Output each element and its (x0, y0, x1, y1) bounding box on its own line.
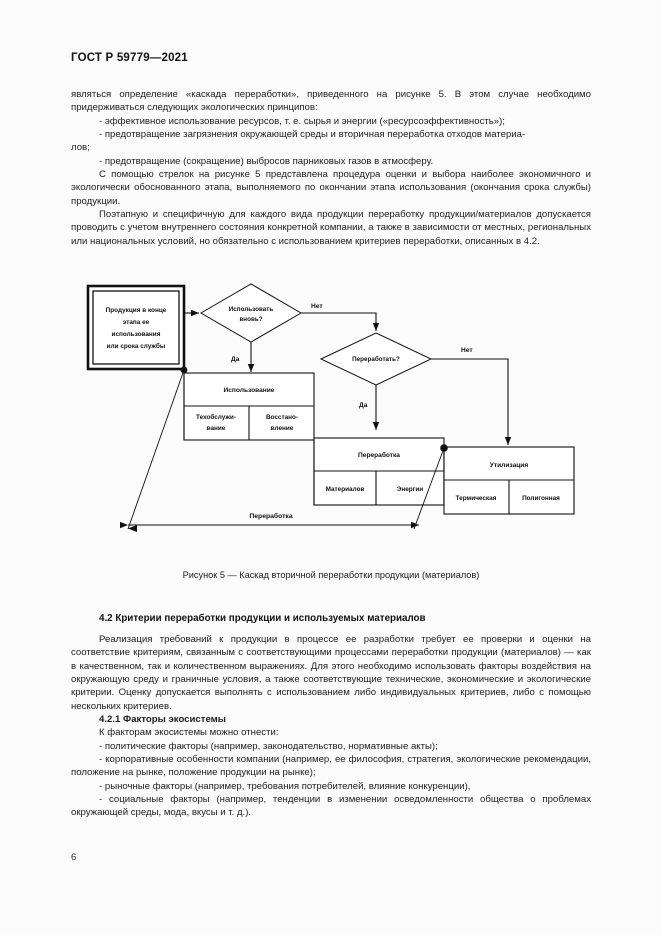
edge-reuse-yes: Да (231, 342, 255, 372)
figure-5-caption: Рисунок 5 — Каскад вторичной переработки… (182, 570, 480, 580)
start-box-line-1: Продукция в конце (106, 307, 167, 314)
start-box-line-2: этапа ее (123, 319, 150, 326)
section-4-2-heading: 4.2 Критерии переработки продукции и исп… (99, 613, 426, 624)
decision-reuse-line-2: вновь? (239, 316, 262, 323)
bullet-pollution-prevention-cont: лов; (71, 142, 90, 154)
page-number: 6 (71, 852, 77, 863)
node-disposal: Утилизация Термическая Полигонная (443, 446, 575, 515)
bullet-resource-efficiency: - эффективное использование ресурсов, т.… (99, 115, 505, 127)
decision-reuse-line-1: Использовать (229, 306, 274, 313)
label-yes-1: Да (231, 356, 240, 363)
disposal-landfill: Полигонная (522, 495, 560, 502)
edge-recycle-yes: Да (359, 385, 380, 430)
node-use: Использование Техобслужи- вание Восстано… (183, 372, 315, 441)
edge-reuse-no: Нет (301, 303, 380, 331)
paragraph-staged: Поэтапную и специфичную для каждого вида… (71, 209, 591, 247)
use-maintenance-line-1: Техобслужи- (196, 413, 236, 421)
start-box-line-4: или срока службы (107, 342, 166, 350)
use-title: Использование (224, 387, 275, 394)
ecosystem-bullet-political: - политические факторы (например, законо… (99, 740, 438, 752)
bullet-pollution-prevention: - предотвращение загрязнения окружающей … (99, 129, 526, 141)
use-restoration-line-1: Восстано- (266, 414, 298, 421)
section-4-2-1-heading: 4.2.1 Факторы экосистемы (99, 714, 226, 726)
figure-5-flowchart: Продукция в конце этапа ее использования… (71, 282, 591, 562)
disposal-title: Утилизация (490, 462, 529, 469)
intro-text-block: являться определение «каскада переработк… (71, 88, 591, 248)
ecosystem-lead-in: К факторам экосистемы можно отнести: (99, 727, 279, 739)
label-no-2: Нет (461, 347, 473, 354)
recycling-energy: Энергии (397, 486, 423, 493)
node-decision-recycle: Переработать? (319, 332, 433, 386)
use-maintenance-line-2: вание (207, 425, 226, 432)
label-recycle-feedback: Переработка (249, 512, 292, 520)
decision-recycle-label: Переработать? (352, 355, 400, 363)
bullet-ghg-prevention: - предотвращение (сокращение) выбросов п… (99, 155, 434, 167)
ecosystem-bullet-corporate: - корпоративные особенности компании (на… (71, 754, 591, 779)
edge-recycle-no: Нет (431, 347, 512, 445)
ecosystem-bullet-social: - социальные факторы (например, тенденци… (71, 794, 591, 819)
recycling-title: Переработка (358, 451, 400, 459)
flowchart-svg: Продукция в конце этапа ее использования… (86, 283, 575, 532)
recycling-materials: Материалов (326, 486, 365, 493)
use-restoration-line-2: вление (271, 425, 294, 432)
start-box-line-3: использования (112, 331, 161, 338)
disposal-thermal: Термическая (456, 495, 497, 502)
label-yes-2: Да (359, 402, 368, 409)
paragraph-arrows: С помощью стрелок на рисунке 5 представл… (71, 169, 591, 207)
node-product-end-of-life: Продукция в конце этапа ее использования… (86, 284, 186, 371)
section-4-2-paragraph: Реализация требований к продукции в проц… (71, 634, 591, 712)
section-4-2-body: Реализация требований к продукции в проц… (71, 633, 591, 820)
edge-recycle-feedback: Переработка (120, 369, 445, 532)
node-decision-reuse: Использовать вновь? (200, 283, 302, 343)
paragraph-intro: являться определение «каскада переработк… (71, 89, 591, 114)
label-no-1: Нет (311, 303, 323, 310)
node-recycling: Переработка Материалов Энергии (313, 437, 445, 506)
ecosystem-bullet-market: - рыночные факторы (например, требования… (99, 780, 471, 792)
standard-header: ГОСТ Р 59779—2021 (71, 52, 188, 64)
